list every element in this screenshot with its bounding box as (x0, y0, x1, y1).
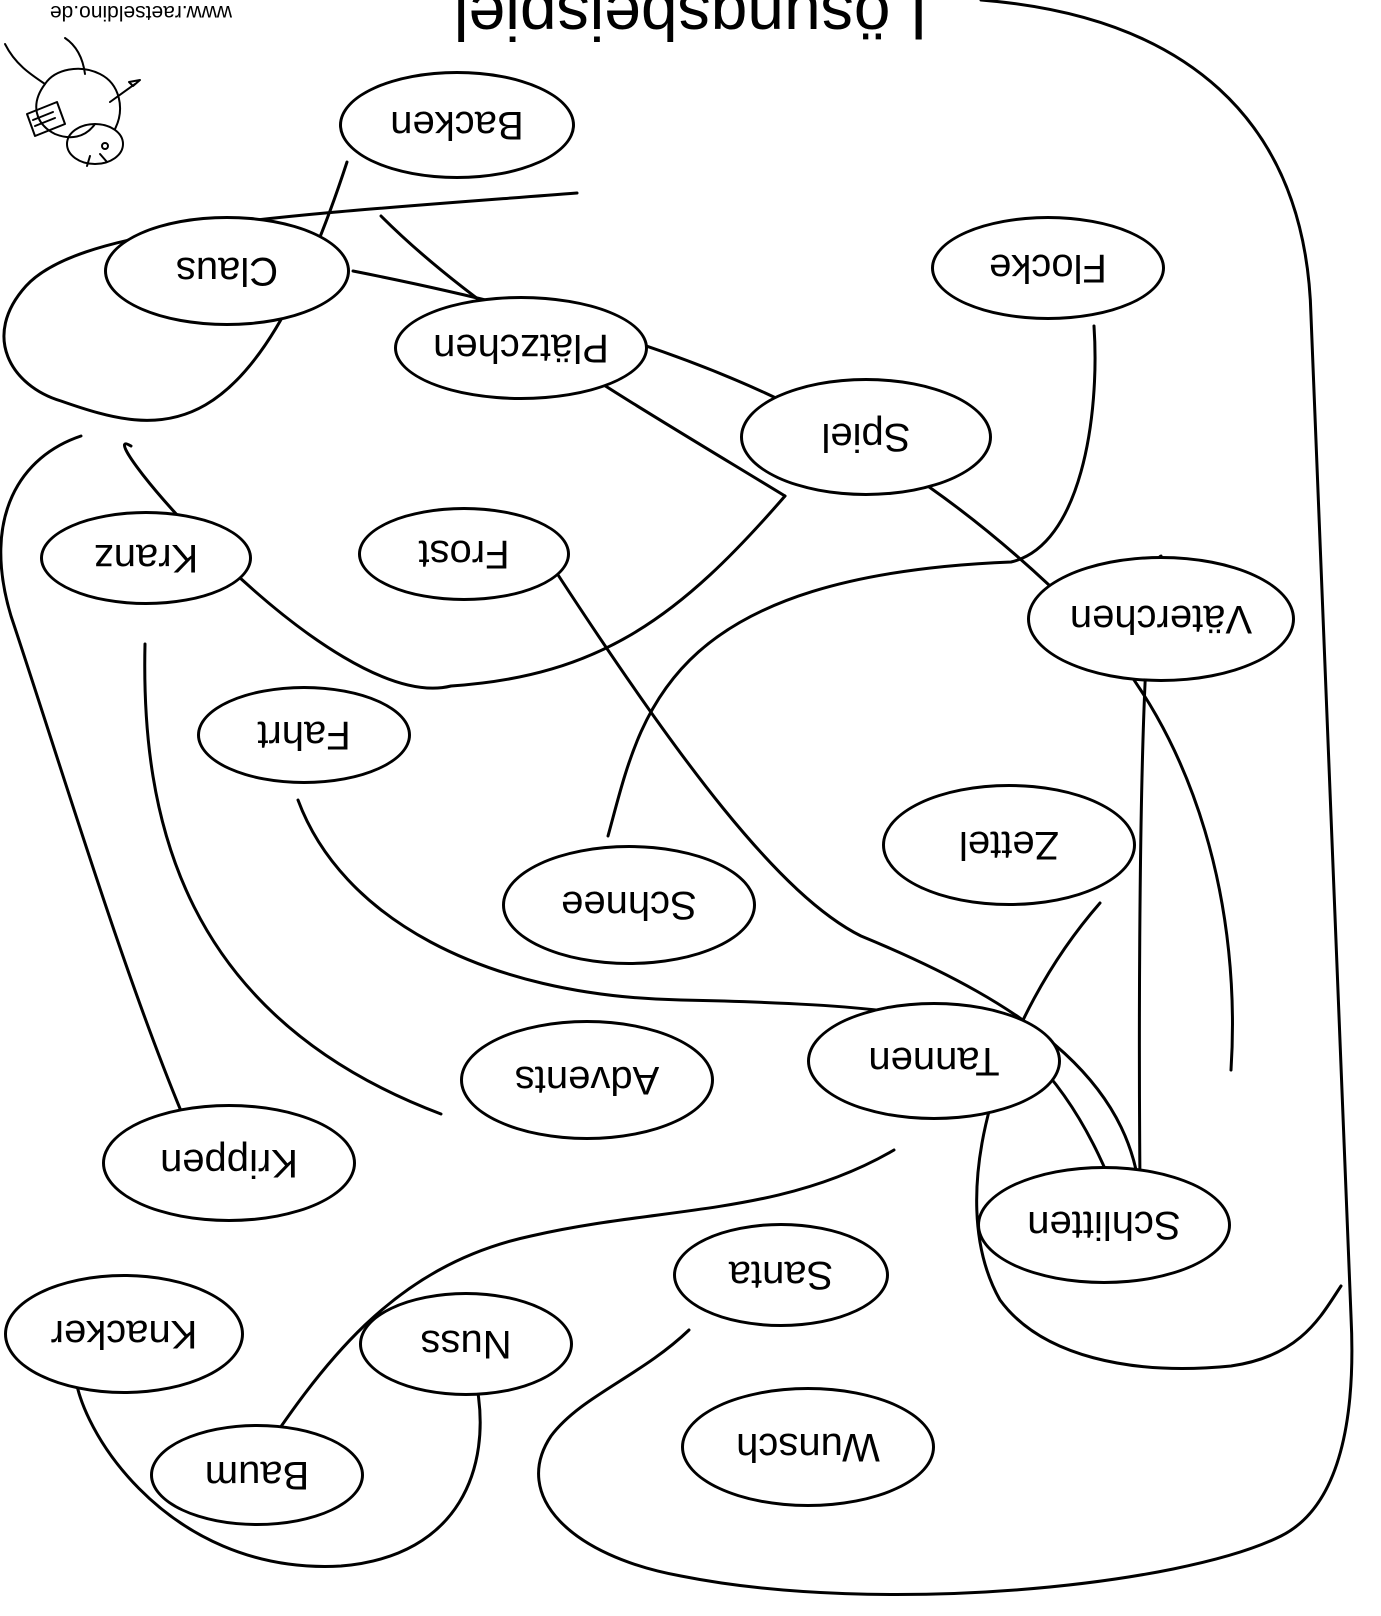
word-label: Schnee (561, 883, 697, 927)
word-label: Kranz (93, 536, 199, 580)
word-label: Advents (514, 1058, 660, 1102)
word-backen: Backen (339, 71, 575, 179)
word-label: Plätzchen (433, 326, 609, 370)
word-santa: Santa (673, 1223, 889, 1327)
word-flocke: Flocke (931, 216, 1165, 320)
word-kranz: Kranz (40, 511, 252, 605)
link-zettel-wunsch (975, 901, 1343, 1370)
word-label: Santa (728, 1253, 834, 1297)
link-frost-vaeterchen (536, 542, 1163, 1234)
link-fahrt-schlitten (296, 798, 1121, 1213)
word-label: Flocke (989, 246, 1107, 290)
word-label: Väterchen (1069, 597, 1253, 641)
word-label: Backen (390, 103, 524, 147)
word-label: Frost (418, 532, 510, 576)
link-santa-loop (537, 0, 1354, 1597)
link-schnee-flocke (606, 324, 1097, 838)
word-label: Zettel (958, 823, 1060, 867)
word-zettel: Zettel (882, 784, 1136, 906)
word-label: Knacker (50, 1312, 198, 1356)
word-label: Wunsch (736, 1425, 880, 1469)
dino-mascot-icon (4, 37, 141, 167)
word-knacker: Knacker (4, 1274, 244, 1394)
word-schnee: Schnee (502, 845, 756, 965)
word-label: Baum (204, 1453, 310, 1497)
word-tannen: Tannen (807, 1002, 1061, 1120)
link-krippen-kranz (0, 434, 183, 1113)
word-label: Spiel (821, 415, 911, 459)
link-tannen-baum (250, 1148, 896, 1471)
word-frost: Frost (358, 507, 570, 601)
word-label: Claus (175, 249, 279, 293)
word-claus: Claus (104, 216, 350, 326)
word-label: Krippen (160, 1141, 298, 1185)
word-wunsch: Wunsch (681, 1387, 935, 1507)
word-fahrt: Fahrt (197, 686, 411, 784)
word-label: Fahrt (257, 713, 351, 757)
word-krippen: Krippen (102, 1104, 356, 1222)
word-label: Tannen (868, 1039, 1000, 1083)
word-plaetzchen: Plätzchen (394, 296, 648, 400)
word-nuss: Nuss (359, 1292, 573, 1396)
word-label: Nuss (420, 1322, 512, 1366)
word-advents: Advents (460, 1020, 714, 1140)
word-vaeterchen: Väterchen (1027, 556, 1295, 682)
word-spiel: Spiel (740, 378, 992, 496)
word-schlitten: Schlitten (977, 1166, 1231, 1284)
link-kranz-advents (143, 642, 443, 1116)
word-baum: Baum (150, 1424, 364, 1526)
word-label: Schlitten (1027, 1203, 1181, 1247)
link-nuss-knacker (73, 1364, 482, 1568)
link-spiel-loop (123, 442, 787, 690)
